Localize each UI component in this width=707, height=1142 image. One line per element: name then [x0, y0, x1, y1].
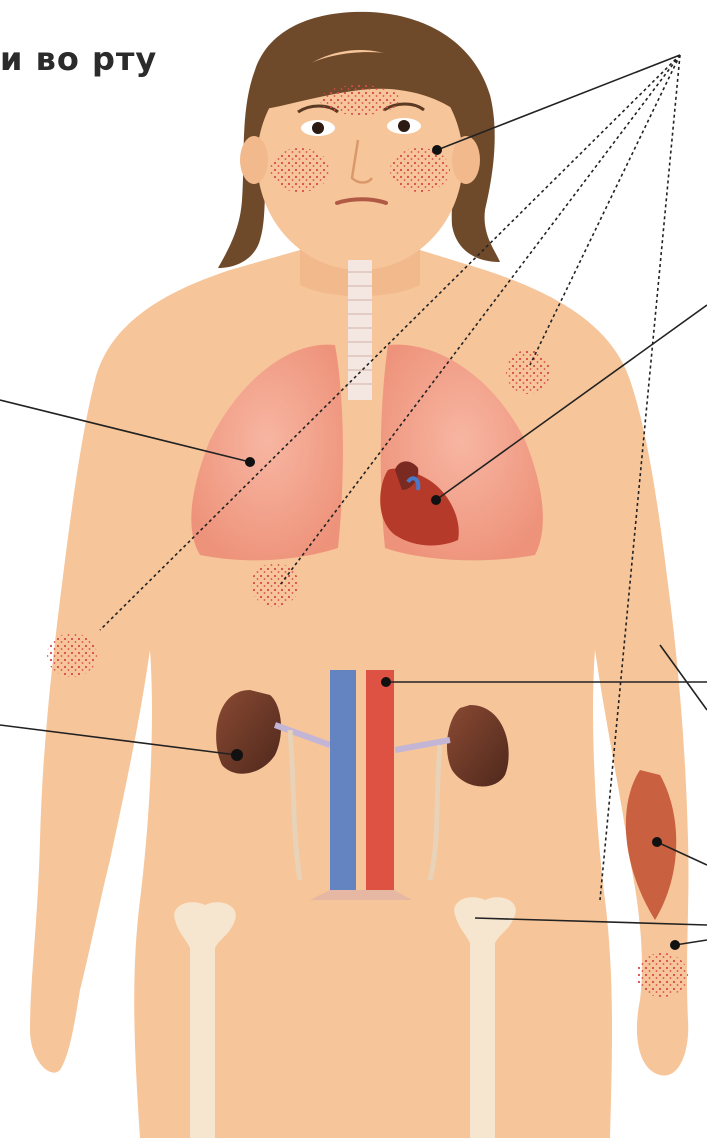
caption-text: и во рту: [0, 40, 157, 78]
body: [30, 12, 688, 1138]
dot-lung: [245, 457, 255, 467]
dot-kidney: [231, 749, 243, 761]
vena-cava: [330, 670, 356, 890]
dot-aorta: [381, 677, 391, 687]
arm-rash-left: [47, 633, 97, 677]
ear-left: [240, 136, 268, 184]
dot-face: [432, 145, 442, 155]
aorta: [366, 670, 394, 890]
dot-heart: [431, 495, 441, 505]
chest-rash: [506, 350, 550, 394]
face-rash-right: [390, 148, 450, 192]
wrist-rash: [636, 953, 688, 997]
dot-muscle: [652, 837, 662, 847]
trachea: [348, 260, 372, 400]
dot-wrist: [670, 940, 680, 950]
face-rash-forehead: [320, 85, 400, 115]
face-rash-left: [270, 148, 330, 192]
